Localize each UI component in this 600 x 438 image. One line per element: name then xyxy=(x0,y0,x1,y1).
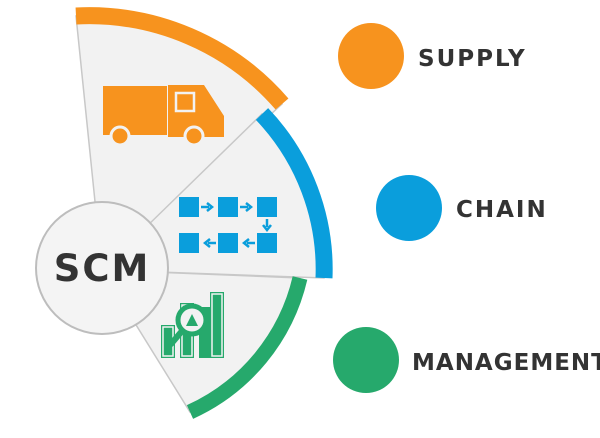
management-legend-label: MANAGEMENT xyxy=(412,350,600,376)
chain-legend-dot xyxy=(376,175,442,241)
center-circle xyxy=(35,201,169,335)
chain-legend-label: CHAIN xyxy=(456,197,548,223)
supply-legend-label: SUPPLY xyxy=(418,46,527,72)
process-flow-icon xyxy=(179,197,277,253)
arc-management xyxy=(186,276,308,419)
center-label: SCM xyxy=(54,247,151,290)
analytics-chart-icon xyxy=(161,292,224,358)
delivery-truck-icon xyxy=(103,85,224,147)
management-legend-dot xyxy=(333,327,399,393)
arc-chain xyxy=(255,108,333,279)
supply-legend-dot xyxy=(338,23,404,89)
arc-supply xyxy=(75,7,289,110)
